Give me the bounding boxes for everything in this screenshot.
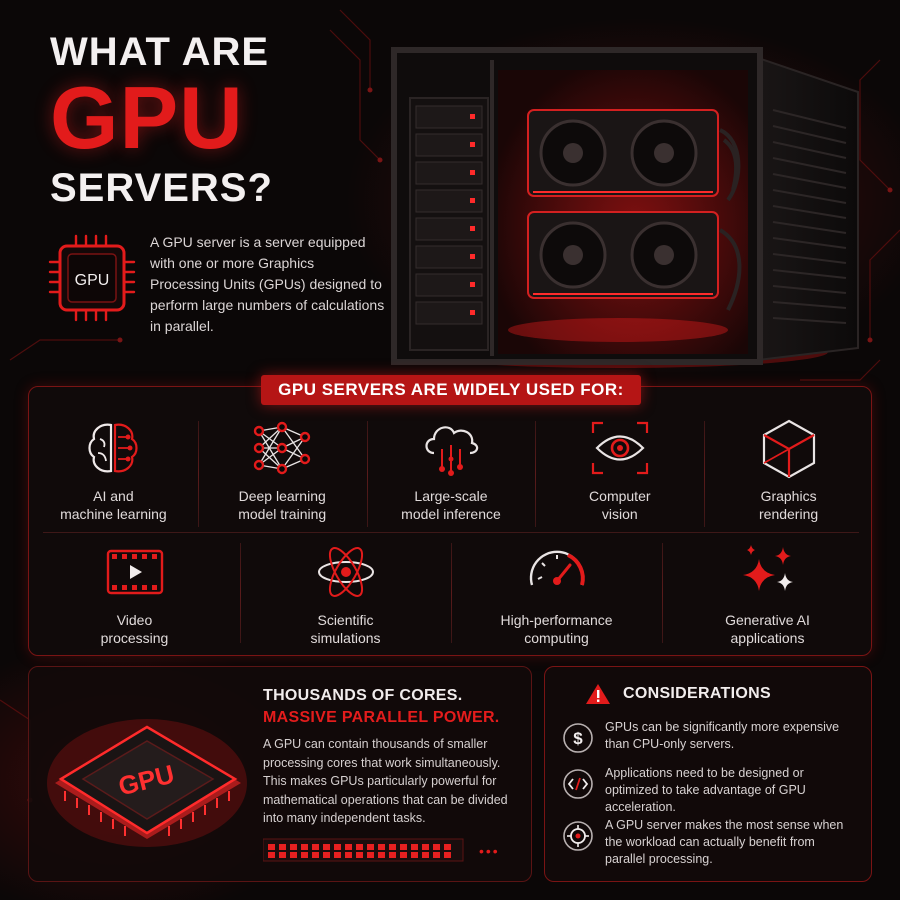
use-scientific-simulations: Scientific simulations xyxy=(240,537,451,649)
atom-icon xyxy=(317,547,374,597)
speedometer-icon xyxy=(529,550,585,586)
cube-icon xyxy=(762,419,815,479)
eye-icon xyxy=(591,421,648,475)
use-label: Generative AI applications xyxy=(725,612,810,646)
intro-chip-label: GPU xyxy=(75,272,110,289)
cores-panel: GPU THOUSANDS OF CORES. MASSIVE PARALLEL… xyxy=(28,666,532,882)
warning-icon xyxy=(586,684,610,704)
brain-circuit-icon xyxy=(88,423,138,473)
title-line-2: GPU xyxy=(50,68,244,167)
use-inference: Large-scale model inference xyxy=(366,415,536,533)
title-line-3: SERVERS? xyxy=(50,166,273,210)
use-label: Graphics rendering xyxy=(759,488,819,522)
uses-row-2: Video processing Scientific simulations … xyxy=(29,537,873,649)
use-graphics-rendering: Graphics rendering xyxy=(704,415,873,533)
use-computer-vision: Computer vision xyxy=(535,415,704,533)
code-icon xyxy=(563,769,593,799)
intro-description: A GPU server is a server equipped with o… xyxy=(150,234,385,334)
cores-description: A GPU can contain thousands of smaller p… xyxy=(263,737,508,825)
uses-row-divider xyxy=(43,532,859,533)
video-film-icon xyxy=(106,549,163,595)
title-block: WHAT ARE GPU SERVERS? xyxy=(50,28,380,212)
use-label: Computer vision xyxy=(589,488,651,522)
target-icon xyxy=(563,821,593,851)
gpu-server-illustration xyxy=(391,47,859,368)
use-label: Large-scale model inference xyxy=(401,488,501,522)
use-label: High-performance computing xyxy=(500,612,613,646)
cores-heading-2: MASSIVE PARALLEL POWER. xyxy=(263,709,500,726)
intro-section: GPU A GPU server is a server equipped wi… xyxy=(46,228,386,338)
neural-network-icon xyxy=(253,421,311,475)
sparkles-icon xyxy=(742,545,793,591)
cores-heading-1: THOUSANDS OF CORES. xyxy=(263,687,463,704)
consideration-text: A GPU server makes the most sense when t… xyxy=(605,818,844,866)
gpu-chip-glow-icon: GPU xyxy=(47,719,247,847)
uses-panel: GPU SERVERS ARE WIDELY USED FOR: AI and … xyxy=(28,375,873,656)
use-label: Scientific simulations xyxy=(310,612,381,646)
dollar-icon: $ xyxy=(563,723,593,753)
consideration-text: GPUs can be significantly more expensive… xyxy=(605,720,840,751)
cores-more-dots: ••• xyxy=(479,843,500,859)
consideration-text: Applications need to be designed or opti… xyxy=(605,766,806,814)
use-hpc: High-performance computing xyxy=(451,537,662,649)
gpu-chip-icon: GPU xyxy=(48,234,136,322)
svg-text:$: $ xyxy=(573,729,583,748)
use-generative-ai: Generative AI applications xyxy=(662,537,873,649)
title-line-1: WHAT ARE xyxy=(50,30,270,74)
core-led-bar xyxy=(263,838,464,862)
use-label: AI and machine learning xyxy=(60,488,167,522)
considerations-title: CONSIDERATIONS xyxy=(623,685,771,702)
considerations-panel: CONSIDERATIONS $ GPUs can be significant… xyxy=(544,666,872,882)
use-ai-ml: AI and machine learning xyxy=(29,415,198,533)
uses-banner: GPU SERVERS ARE WIDELY USED FOR: xyxy=(261,375,641,405)
use-label: Video processing xyxy=(100,612,169,646)
uses-row-1: AI and machine learning Deep learni xyxy=(29,415,873,533)
use-deep-learning: Deep learning model training xyxy=(197,415,367,533)
use-label: Deep learning model training xyxy=(238,488,327,522)
cloud-network-icon xyxy=(425,426,479,476)
use-video-processing: Video processing xyxy=(29,537,240,649)
considerations-header: CONSIDERATIONS xyxy=(585,683,771,705)
